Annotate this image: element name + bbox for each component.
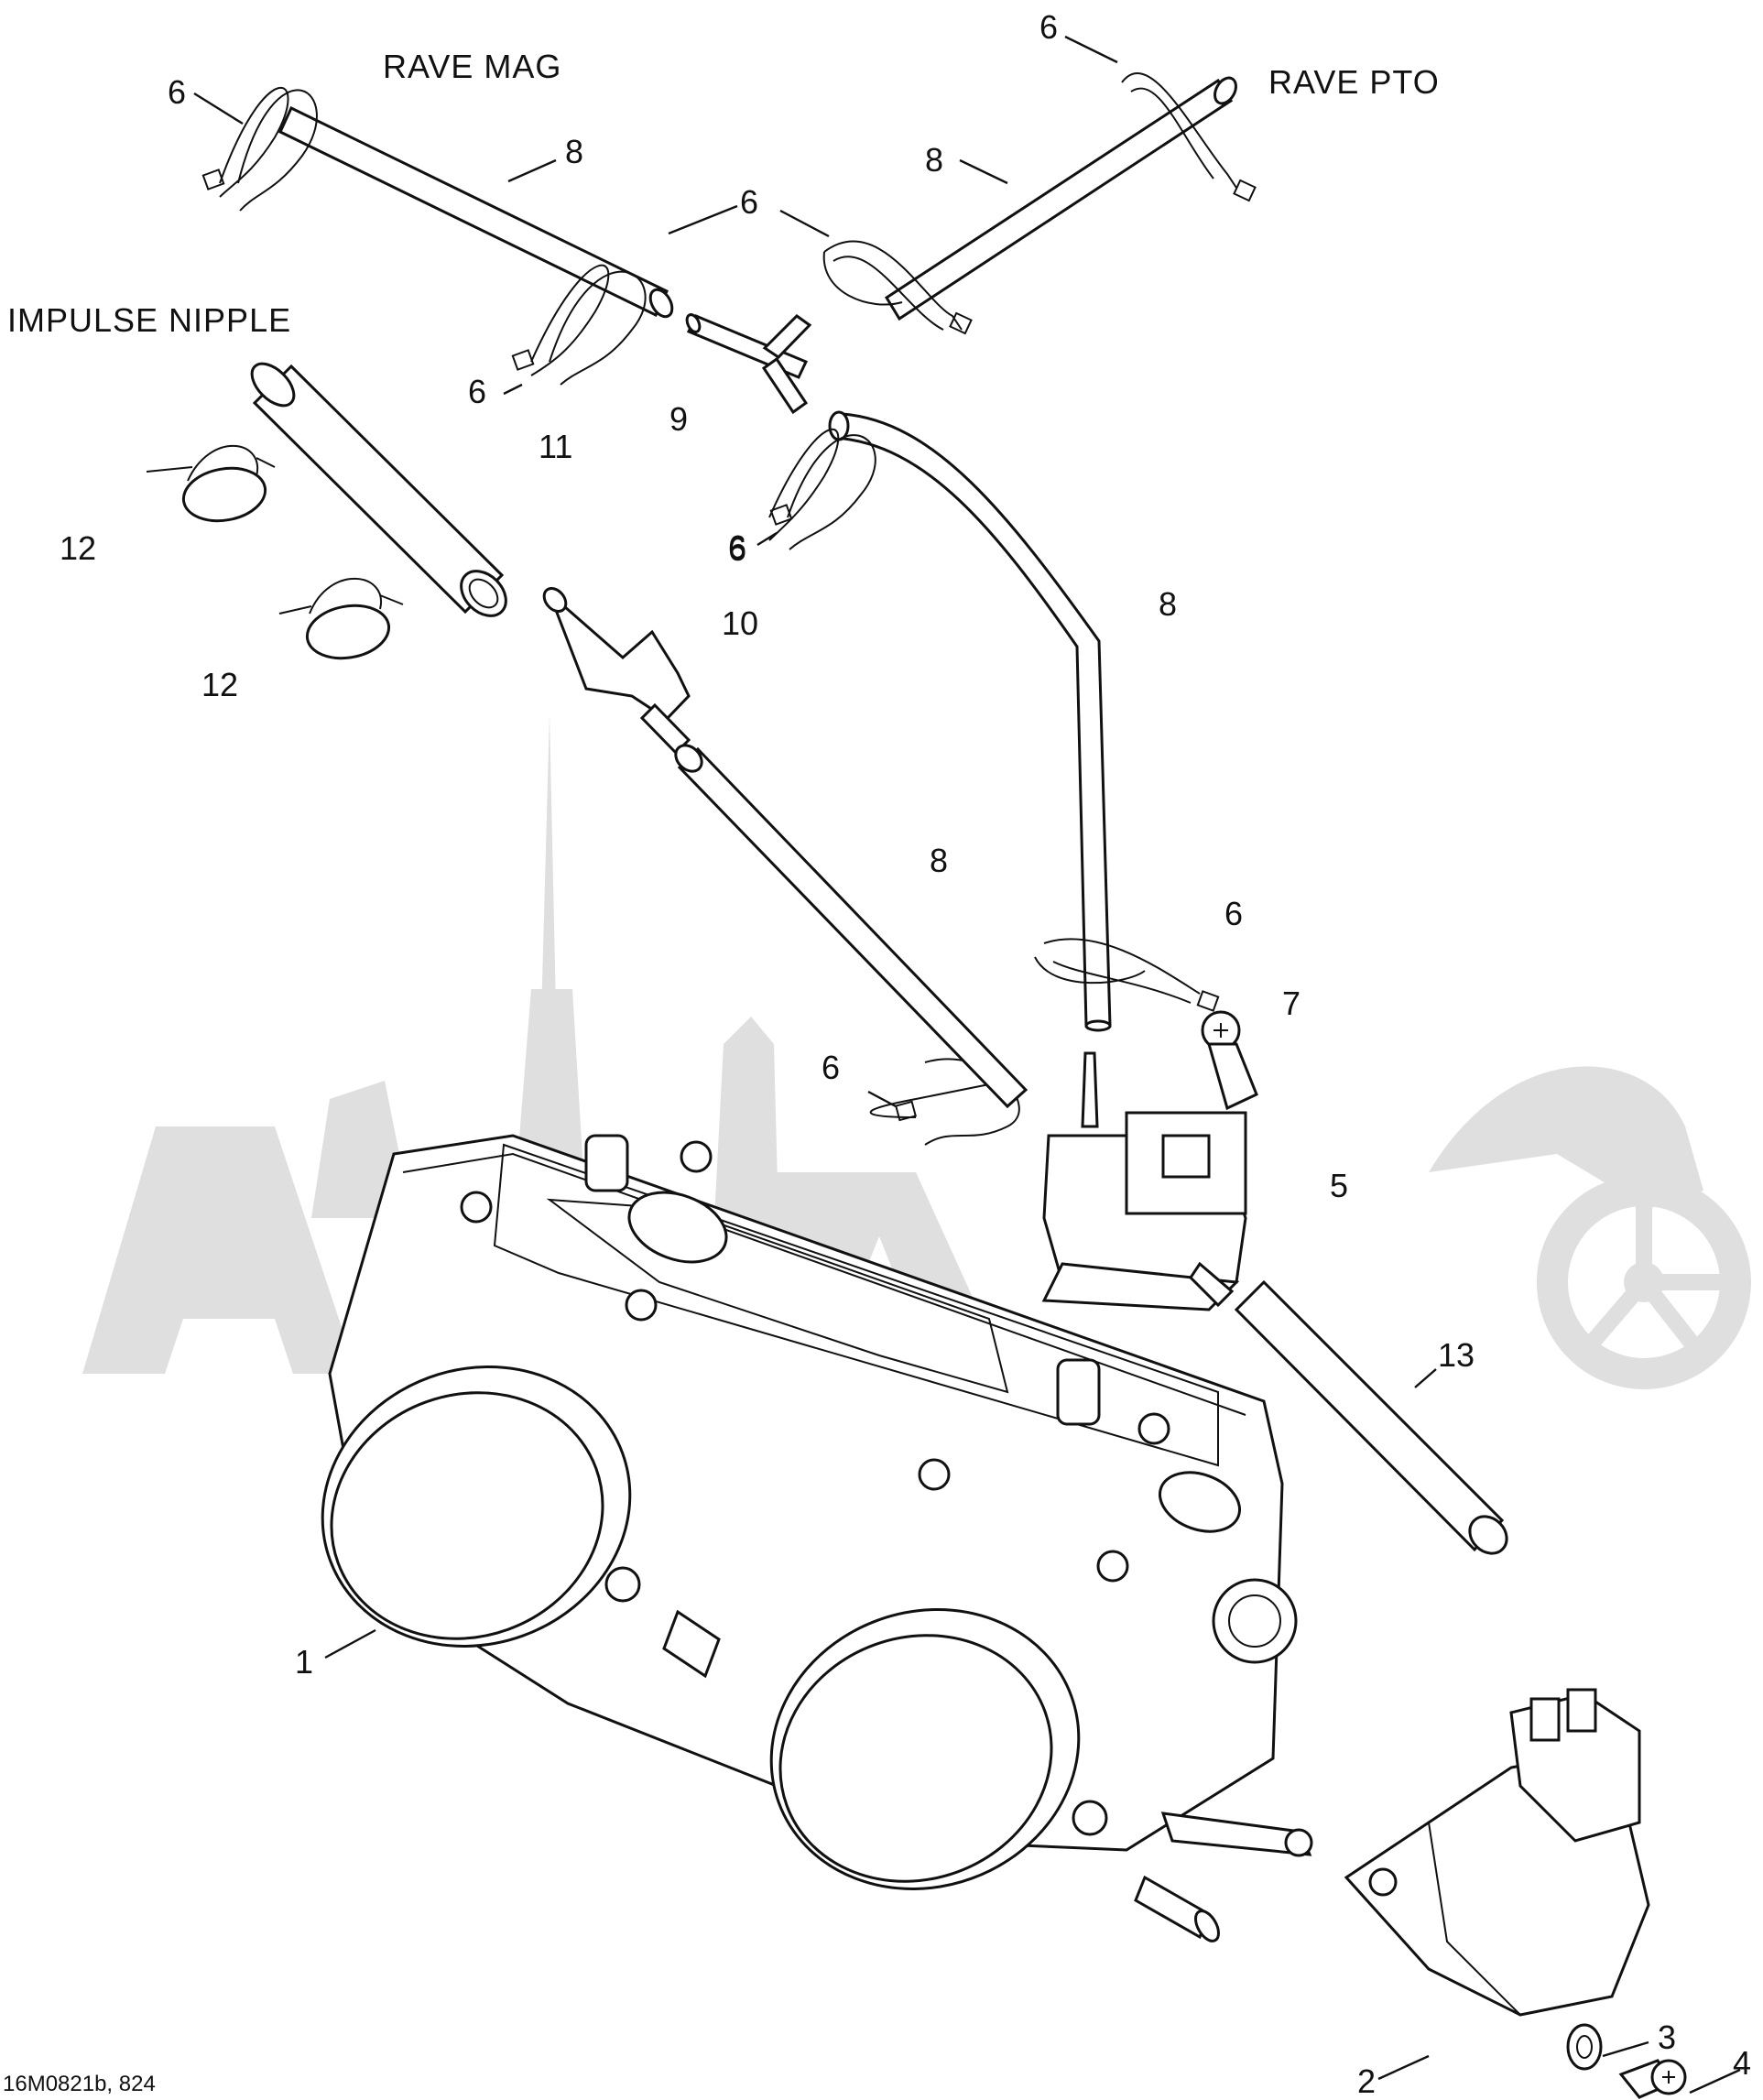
callout-number: 6 (822, 1049, 841, 1086)
rave-hose-pto (884, 76, 1237, 321)
callout-number: 12 (201, 666, 239, 703)
callout-number: 6 (468, 373, 487, 410)
callout-number: 6 (728, 530, 747, 568)
hose-clamp (146, 444, 276, 523)
throttle-body (321, 1134, 1313, 1942)
impulse-hose (250, 362, 507, 617)
callout-number: 5 (1330, 1167, 1349, 1204)
tie-wrap-clamp (201, 86, 318, 212)
callout-number: 8 (565, 133, 584, 170)
rave-solenoid (1041, 1051, 1247, 1311)
callout-number: 6 (740, 183, 759, 221)
callout-number: 13 (1438, 1336, 1475, 1374)
callout-number: 3 (1658, 2018, 1677, 2056)
tie-wrap-clamp (768, 428, 876, 550)
tie-wrap-clamp (822, 240, 973, 335)
label-impulse-nipple: IMPULSE NIPPLE (7, 301, 292, 339)
callout-number: 6 (1224, 895, 1244, 932)
hose-clamp (278, 577, 404, 660)
callout-number: 1 (295, 1643, 314, 1681)
t-fitting (685, 313, 812, 415)
check-valve (542, 586, 691, 756)
label-rave-pto: RAVE PTO (1268, 63, 1440, 101)
callout-number: 8 (925, 141, 944, 179)
tie-wrap-clamp (1121, 72, 1257, 202)
callout-number: 7 (1282, 985, 1301, 1022)
callout-number: 4 (1733, 2044, 1752, 2082)
screw (1618, 2059, 1687, 2099)
diagram-code: 16M0821b, 824 (3, 2072, 156, 2096)
vent-hose (1234, 1279, 1508, 1555)
rave-hose-mag (278, 105, 674, 319)
throttle-position-sensor (1344, 1688, 1650, 2017)
callout-number: 10 (722, 604, 759, 642)
leader-lines (193, 35, 1741, 2095)
tie-wrap-clamp (1034, 938, 1220, 1012)
callout-number: 12 (60, 529, 97, 567)
callout-number: 2 (1357, 2062, 1377, 2100)
washer (1566, 2023, 1603, 2071)
callout-number: 8 (930, 842, 949, 879)
callout-number: 11 (539, 428, 573, 465)
callout-number: 6 (168, 73, 187, 111)
screw (1201, 1010, 1258, 1111)
callout-number: 6 (728, 528, 747, 566)
callout-number: 8 (1159, 585, 1178, 623)
callout-number: 9 (669, 400, 689, 438)
label-rave-mag: RAVE MAG (383, 48, 562, 85)
callout-number: 6 (1039, 8, 1059, 46)
tie-wrap-clamp (511, 264, 647, 386)
impulse-hose-lower (674, 744, 1028, 1109)
